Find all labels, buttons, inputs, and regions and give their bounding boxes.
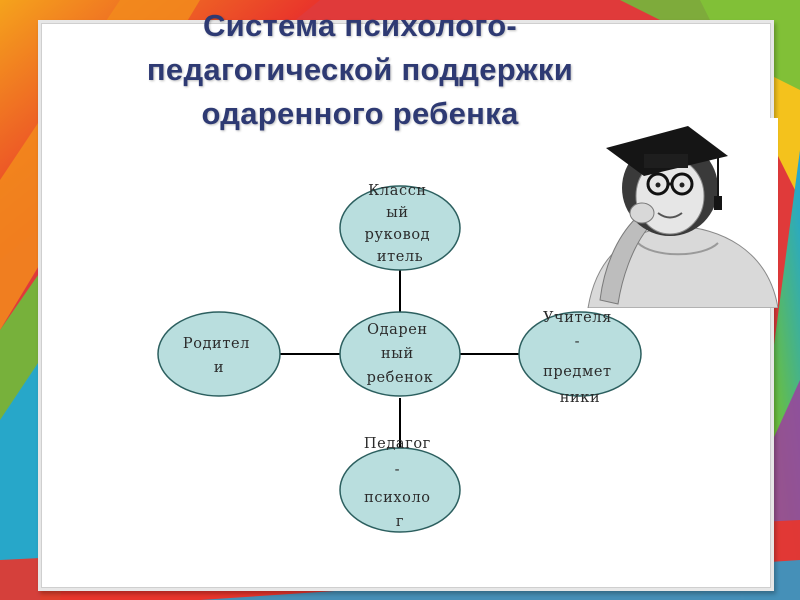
node-subject-teachers-line-2: - xyxy=(575,334,581,350)
svg-text:Педагог - псих: Педагог - психоло г xyxy=(364,436,436,530)
node-gifted-child-line-3: ребенок xyxy=(367,370,434,386)
svg-text:Учителя - пред: Учителя - предмет ники xyxy=(543,310,617,406)
node-class-teacher-line-3: руковод xyxy=(365,227,431,243)
node-psychologist-line-1: Педагог xyxy=(364,436,431,452)
node-psychologist-line-3: психоло xyxy=(364,490,431,506)
node-gifted-child: Одарен ный ребенок xyxy=(339,311,461,397)
node-parents: Родител и xyxy=(157,311,281,397)
node-subject-teachers-line-4: ники xyxy=(560,390,600,406)
page-title: Система психолого- педагогической поддер… xyxy=(40,4,680,136)
title-line-1: Система психолого- xyxy=(202,8,518,43)
svg-text:Родител и: Родител и xyxy=(183,336,255,376)
node-parents-line-1: Родител xyxy=(183,336,250,352)
node-subject-teachers: Учителя - предмет ники xyxy=(518,310,642,406)
svg-text:Классн ый руко: Классн ый руковод итель xyxy=(365,183,436,265)
node-psychologist-line-2: - xyxy=(395,462,401,478)
svg-text:Одарен ный реб: Одарен ный ребенок xyxy=(367,322,434,386)
node-class-teacher-line-4: итель xyxy=(377,249,423,265)
node-class-teacher-line-1: Классн xyxy=(368,183,427,199)
node-psychologist-line-4: г xyxy=(396,514,404,530)
node-class-teacher-line-2: ый xyxy=(386,205,408,221)
node-parents-line-2: и xyxy=(214,360,224,376)
node-gifted-child-line-2: ный xyxy=(381,346,414,362)
node-class-teacher: Классн ый руковод итель xyxy=(339,183,461,271)
node-gifted-child-line-1: Одарен xyxy=(367,322,428,338)
girl-with-graduation-cap-photo xyxy=(587,118,778,308)
node-subject-teachers-line-3: предмет xyxy=(543,364,612,380)
title-line-2: педагогической поддержки xyxy=(146,52,574,87)
node-psychologist: Педагог - психоло г xyxy=(339,436,461,533)
title-line-3: одаренного ребенка xyxy=(201,96,519,131)
node-subject-teachers-line-1: Учителя xyxy=(543,310,612,326)
